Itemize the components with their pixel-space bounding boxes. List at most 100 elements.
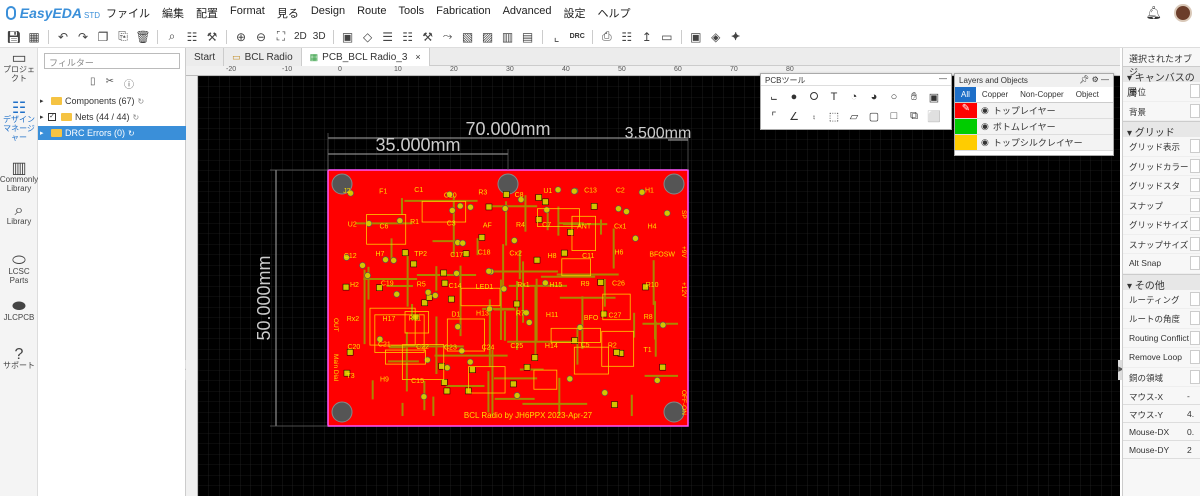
- pad-tool-icon[interactable]: ●: [790, 91, 798, 103]
- pencil-icon[interactable]: ✎: [955, 103, 977, 118]
- image-tool-icon[interactable]: ▣: [928, 91, 940, 104]
- paste-icon[interactable]: ⎘: [118, 29, 128, 43]
- file-icon[interactable]: ⎙: [601, 29, 612, 43]
- eye-icon[interactable]: ◉: [981, 121, 989, 131]
- menu-item-10[interactable]: 設定: [563, 8, 586, 20]
- order-icon[interactable]: ⚒: [422, 29, 433, 44]
- tab-1[interactable]: ▭BCL Radio: [224, 48, 302, 66]
- pin-settings-icon[interactable]: 📌︎ ⚙ —: [1079, 75, 1109, 84]
- filter-input[interactable]: フィルター: [44, 53, 180, 69]
- photo-icon[interactable]: ▣: [341, 29, 354, 44]
- pcb-icon[interactable]: ▥: [501, 29, 514, 44]
- layers-icon[interactable]: ◇: [362, 29, 373, 44]
- via-tool-icon[interactable]: ⭘: [809, 90, 819, 103]
- property-value[interactable]: [1190, 369, 1200, 384]
- track-tool-icon[interactable]: ⨽: [770, 90, 778, 103]
- properties-section-header[interactable]: ▾ キャンバスの属: [1123, 66, 1200, 99]
- right-collapse-handle[interactable]: ▶: [1118, 360, 1124, 380]
- expand-icon[interactable]: ▯: [90, 76, 96, 87]
- avatar[interactable]: [1174, 4, 1192, 22]
- save-icon[interactable]: 💾︎: [6, 29, 22, 44]
- tree-row[interactable]: ▸Components (67)↻: [38, 94, 186, 108]
- menu-item-5[interactable]: Design: [310, 5, 346, 17]
- fit-icon[interactable]: ⛶: [276, 29, 286, 43]
- route-icon[interactable]: ⤳: [442, 29, 453, 43]
- place-icon[interactable]: ▨: [481, 29, 494, 44]
- property-value[interactable]: [1190, 139, 1200, 153]
- layers-tab-3[interactable]: Object: [1075, 90, 1099, 99]
- circle-tool-icon[interactable]: ○: [890, 91, 898, 103]
- stack-icon[interactable]: ◈: [711, 29, 721, 44]
- eye-icon[interactable]: ◉: [981, 137, 989, 147]
- net-icon[interactable]: ✂: [105, 76, 114, 87]
- minimize-icon[interactable]: —: [939, 74, 947, 83]
- undo-icon[interactable]: ↶: [57, 29, 69, 44]
- rail-lcsc-parts[interactable]: ⬭LCSC Parts: [0, 250, 38, 296]
- refresh-icon[interactable]: ↻: [128, 128, 135, 138]
- zoom-in-icon[interactable]: ⊕: [235, 29, 247, 44]
- copy-icon[interactable]: ❐: [97, 29, 109, 44]
- tab-0[interactable]: Start: [186, 48, 225, 66]
- doc-icon[interactable]: ☷: [621, 29, 633, 44]
- bom-icon[interactable]: ☰: [382, 29, 393, 44]
- table-icon[interactable]: ▤: [521, 29, 534, 44]
- property-value[interactable]: [1190, 197, 1200, 212]
- tree-row[interactable]: ▸DRC Errors (0)↻: [38, 126, 186, 140]
- hand-tool-icon[interactable]: ✋︎: [910, 90, 918, 103]
- checkbox[interactable]: ✓: [48, 113, 56, 121]
- search-icon[interactable]: ⌕: [168, 29, 176, 43]
- property-value[interactable]: [1190, 158, 1200, 173]
- solid-region-tool-icon[interactable]: ▢: [868, 110, 880, 123]
- layout-icon[interactable]: ▧: [461, 29, 474, 44]
- line-tool-icon[interactable]: ⌜: [771, 110, 777, 123]
- folder-icon[interactable]: ▭: [661, 29, 673, 44]
- connect-tool-icon[interactable]: ⨾: [812, 109, 816, 122]
- arc2-tool-icon[interactable]: ◕: [870, 91, 878, 103]
- view-3d-button[interactable]: 3D: [312, 31, 326, 42]
- property-value[interactable]: [1190, 178, 1200, 192]
- caret-right-icon[interactable]: ▸: [40, 98, 44, 105]
- eye-icon[interactable]: ◉: [981, 105, 989, 115]
- refresh-icon[interactable]: ↻: [132, 112, 140, 122]
- dimension-tool-icon[interactable]: ∠: [789, 110, 799, 123]
- app-logo[interactable]: EasyEDA STD: [0, 5, 100, 21]
- layer-swatch[interactable]: [955, 135, 977, 150]
- property-value[interactable]: [1190, 236, 1200, 251]
- layers-tab-0[interactable]: All: [955, 87, 976, 102]
- region-tool-icon[interactable]: ⬚: [828, 110, 840, 123]
- refresh-icon[interactable]: ↻: [137, 96, 145, 106]
- info-icon[interactable]: ⓘ: [123, 80, 134, 91]
- layers-tab-2[interactable]: Non-Copper: [1020, 90, 1064, 99]
- copper-area-tool-icon[interactable]: ▱: [849, 110, 859, 123]
- menu-item-9[interactable]: Advanced: [502, 5, 552, 17]
- menu-item-1[interactable]: 編集: [162, 8, 184, 20]
- menu-item-0[interactable]: ファイル: [106, 8, 150, 20]
- route-angle-icon[interactable]: ⌞: [553, 29, 560, 44]
- rail-jlcpcb[interactable]: ⬬JLCPCB: [0, 296, 38, 344]
- trash-icon[interactable]: 🗑︎: [135, 29, 151, 44]
- find-similar-icon[interactable]: ☷: [186, 29, 198, 44]
- property-value[interactable]: [1190, 330, 1200, 345]
- wrench-icon[interactable]: ⚒: [206, 29, 218, 44]
- share-icon[interactable]: ⯌: [731, 29, 741, 43]
- zoom-out-icon[interactable]: ⊖: [255, 29, 267, 44]
- property-value[interactable]: [1190, 84, 1200, 98]
- menu-item-4[interactable]: 見る: [276, 8, 299, 20]
- view-2d-button[interactable]: 2D: [294, 31, 307, 42]
- menu-item-6[interactable]: Route: [357, 5, 387, 17]
- tree-row[interactable]: ▸✓Nets (44 / 44)↻: [38, 110, 186, 124]
- layer-row[interactable]: ◉ボトムレイヤー: [955, 119, 1113, 135]
- hole-tool-icon[interactable]: ⧉: [910, 109, 918, 122]
- rail-library[interactable]: ⌕Library: [0, 200, 38, 250]
- property-value[interactable]: [1190, 291, 1200, 306]
- rail-support[interactable]: ?サポート: [0, 344, 38, 384]
- gerber-icon[interactable]: ☷: [402, 29, 413, 44]
- menu-item-2[interactable]: 配置: [196, 8, 218, 20]
- rail-commonly-library[interactable]: ▥Commonly Library: [0, 158, 38, 200]
- tab-2[interactable]: ▦PCB_BCL Radio_3×: [301, 48, 430, 66]
- layer-row[interactable]: ◉トップシルクレイヤー: [955, 135, 1113, 151]
- bell-icon[interactable]: 🔔︎: [1145, 5, 1162, 20]
- caret-right-icon[interactable]: ▸: [40, 130, 44, 137]
- property-value[interactable]: [1190, 350, 1200, 364]
- drc-button[interactable]: DRC: [569, 33, 585, 40]
